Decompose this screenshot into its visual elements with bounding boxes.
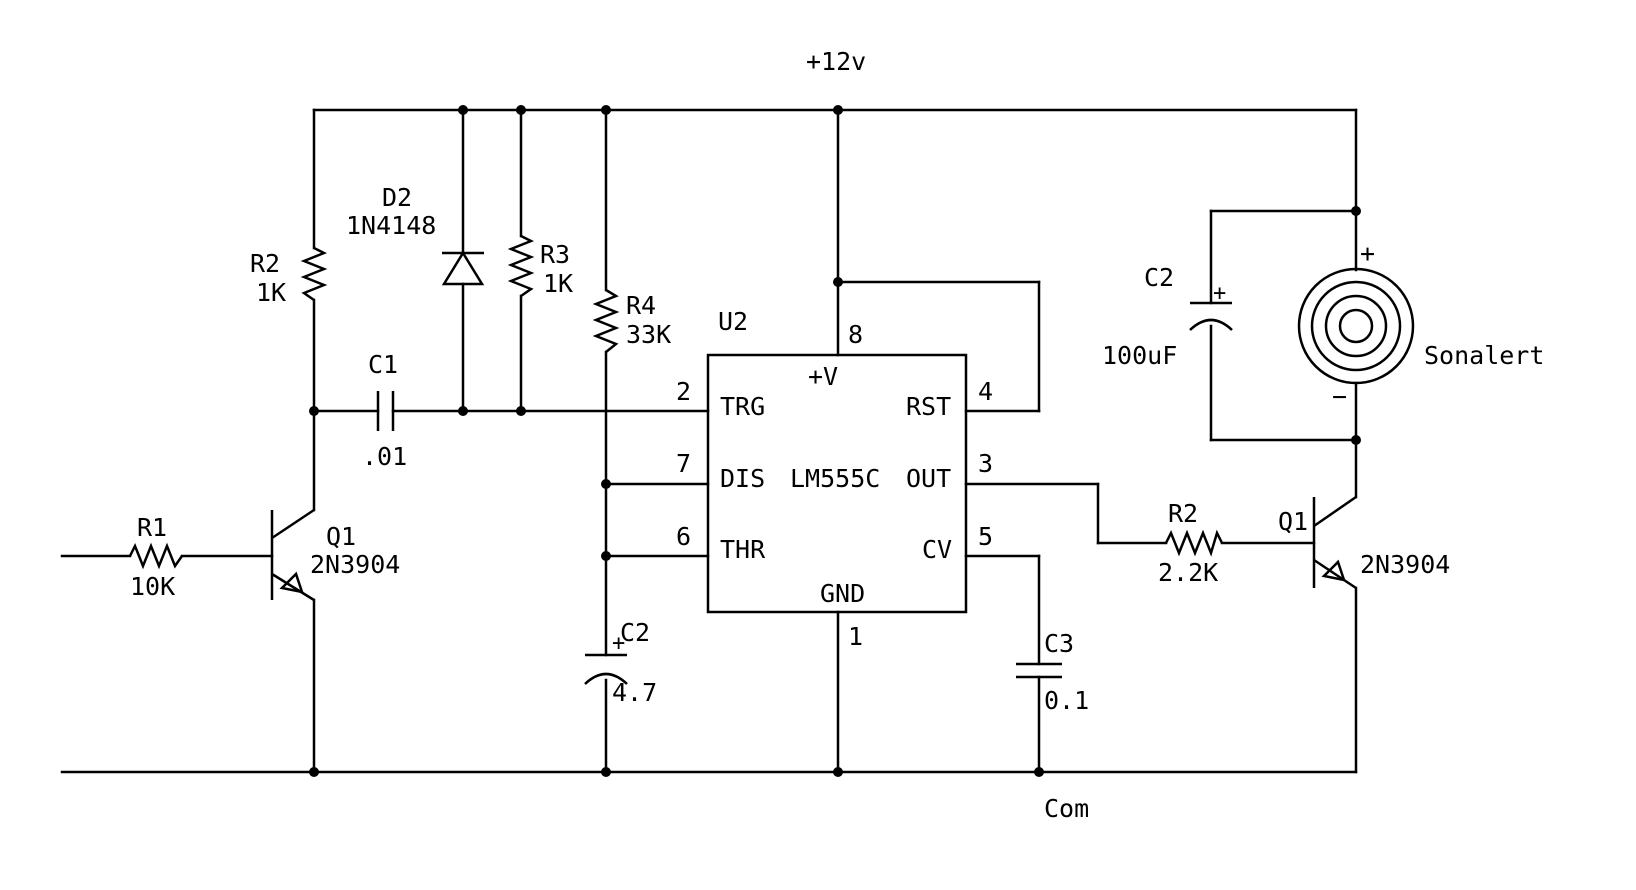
c1-value-label: .01 [362, 442, 407, 471]
q1-right-ref-label: Q1 [1278, 507, 1308, 536]
junction-dot [516, 105, 526, 115]
transistor-q1-right-symbol [1312, 495, 1357, 590]
junction-dot [458, 406, 468, 416]
junction-dot [1351, 435, 1361, 445]
sonalert-buzzer-symbol [1297, 267, 1415, 385]
ic-u2-body [706, 353, 968, 614]
pin-vcc-number: 8 [848, 320, 863, 349]
pin-dis-number: 7 [676, 449, 691, 478]
pin-cv-name: CV [922, 535, 952, 564]
pin-gnd-number: 1 [848, 622, 863, 651]
c1-ref-label: C1 [368, 350, 398, 379]
junction-dot [833, 277, 843, 287]
junction-dot [601, 105, 611, 115]
capacitor-c2-bulk-symbol: + [1189, 281, 1233, 331]
sonalert-minus-label: − [1332, 382, 1347, 411]
q1-right-part-label: 2N3904 [1360, 550, 1450, 579]
pin-thr-number: 6 [676, 522, 691, 551]
resistor-r3-symbol [507, 234, 535, 298]
r2-left-value-label: 1K [256, 278, 286, 307]
r3-ref-label: R3 [540, 240, 570, 269]
ic-part-label: LM555C [790, 464, 880, 493]
r1-ref-label: R1 [137, 513, 167, 542]
sonalert-label: Sonalert [1424, 341, 1544, 370]
junction-dot [833, 105, 843, 115]
pin-out-number: 3 [978, 449, 993, 478]
r2-left-ref-label: R2 [250, 249, 280, 278]
pin-cv-number: 5 [978, 522, 993, 551]
junction-dots [309, 105, 1361, 777]
junction-dot [516, 406, 526, 416]
r2-right-ref-label: R2 [1168, 499, 1198, 528]
pin-thr-name: THR [720, 535, 766, 564]
d2-part-label: 1N4148 [346, 211, 436, 240]
pin-dis-name: DIS [720, 464, 765, 493]
pin-rst-name: RST [906, 392, 951, 421]
q1-left-part-label: 2N3904 [310, 550, 400, 579]
resistor-r2-left-symbol [300, 246, 328, 302]
c2-bulk-value-label: 100uF [1102, 341, 1177, 370]
junction-dot [309, 406, 319, 416]
c2-timing-value-label: 4.7 [612, 678, 657, 707]
r4-value-label: 33K [626, 320, 671, 349]
resistor-r4-symbol [592, 288, 620, 353]
r4-ref-label: R4 [626, 291, 656, 320]
r3-value-label: 1K [543, 269, 573, 298]
c2-timing-ref-label: C2 [620, 618, 650, 647]
c3-value-label: 0.1 [1044, 686, 1089, 715]
junction-dot [1034, 767, 1044, 777]
pin-rst-number: 4 [978, 377, 993, 406]
sonalert-plus-label: + [1360, 239, 1375, 268]
wires [60, 108, 1358, 774]
r2-right-value-label: 2.2K [1158, 558, 1218, 587]
pin-trg-number: 2 [676, 377, 691, 406]
junction-dot [1351, 206, 1361, 216]
pin-trg-name: TRG [720, 392, 765, 421]
c3-ref-label: C3 [1044, 629, 1074, 658]
q1-left-ref-label: Q1 [326, 522, 356, 551]
polarity-plus-label: + [612, 631, 625, 656]
junction-dot [458, 105, 468, 115]
diode-d2-symbol [441, 250, 485, 286]
r1-value-label: 10K [130, 572, 175, 601]
ic-ref-label: U2 [718, 307, 748, 336]
transistor-q1-left-symbol [270, 508, 315, 602]
polarity-plus-label: + [1213, 281, 1226, 306]
resistor-r1-symbol [128, 542, 184, 570]
junction-dot [601, 767, 611, 777]
supply-label: +12v [806, 47, 866, 76]
junction-dot [601, 551, 611, 561]
ground-label: Com [1044, 794, 1089, 823]
capacitor-c3-symbol [1016, 662, 1062, 679]
labels: +12v Com R1 10K Q1 2N3904 R2 1K C1 .01 D… [130, 47, 1544, 823]
pin-vcc-name: +V [808, 362, 838, 391]
pin-gnd-name: GND [820, 579, 865, 608]
resistor-r2-right-symbol [1164, 529, 1224, 557]
junction-dot [601, 479, 611, 489]
capacitor-c1-symbol [376, 391, 395, 431]
junction-dot [309, 767, 319, 777]
capacitor-c2-timing-symbol: + [584, 631, 628, 685]
junction-dot [833, 767, 843, 777]
pin-out-name: OUT [906, 464, 951, 493]
c2-bulk-ref-label: C2 [1144, 263, 1174, 292]
d2-ref-label: D2 [382, 183, 412, 212]
